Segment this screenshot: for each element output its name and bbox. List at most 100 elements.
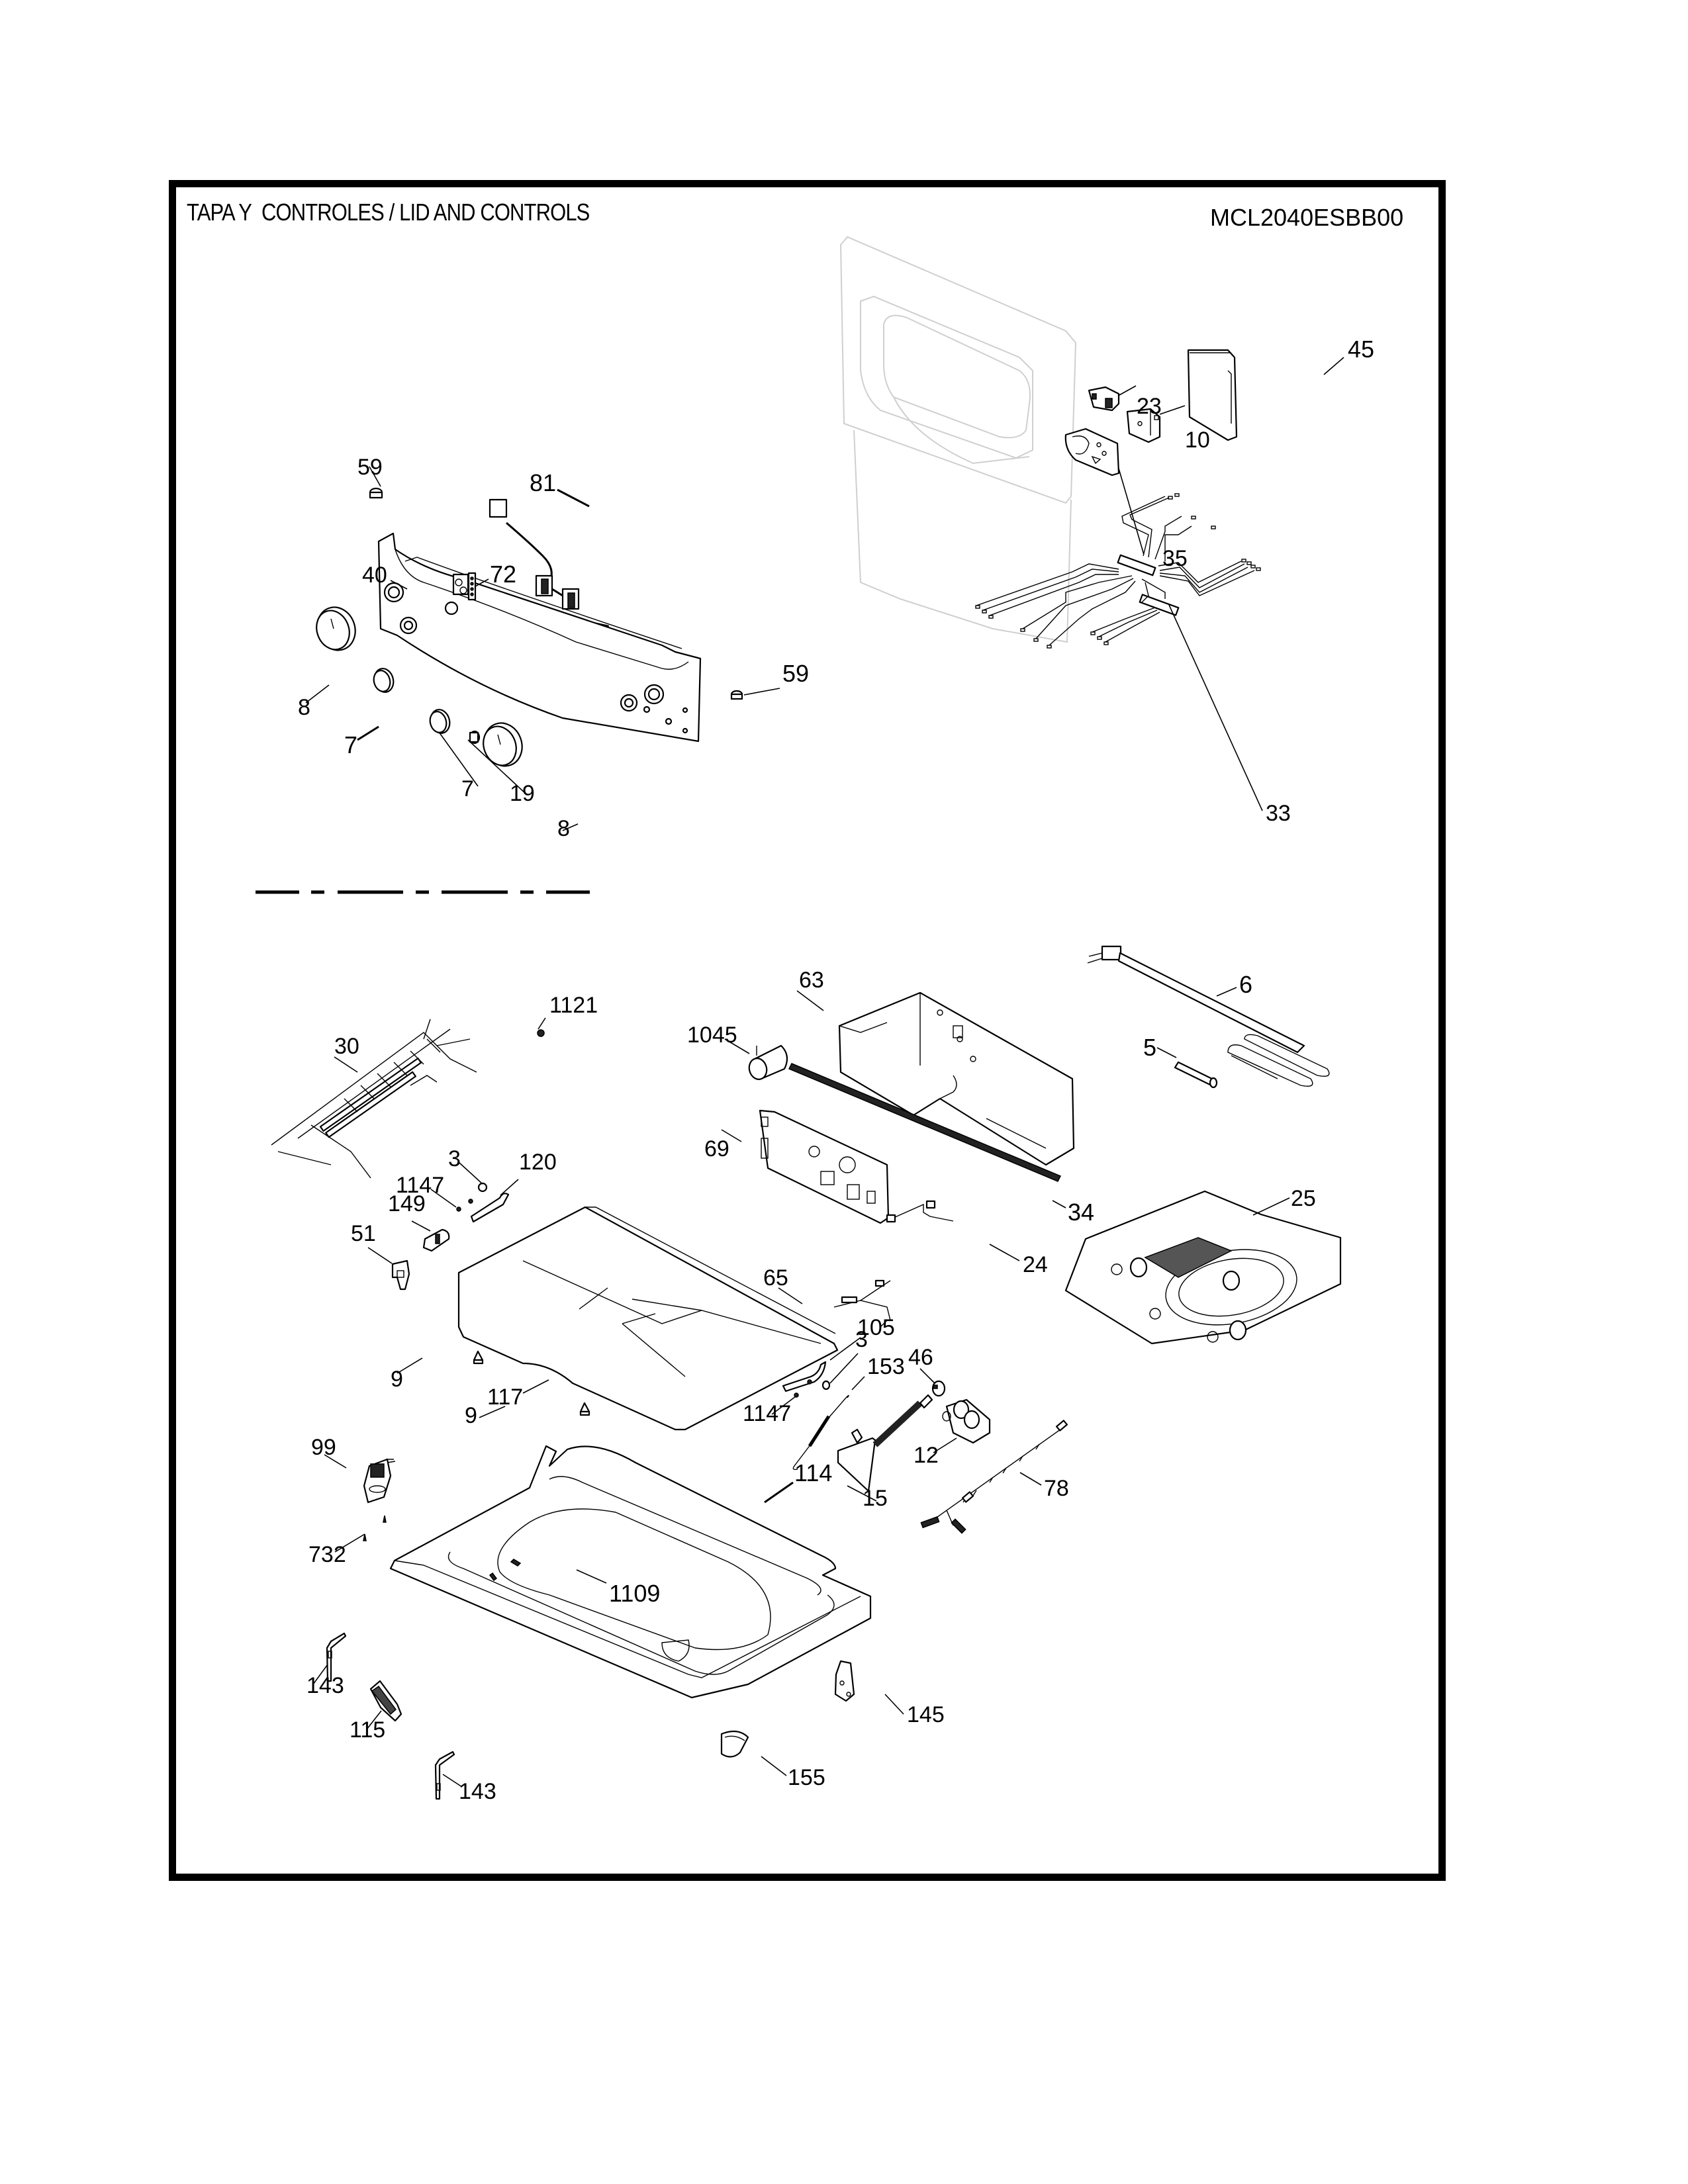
part-143-bracket-left[interactable] — [326, 1632, 347, 1682]
part-8-knob-upper[interactable] — [311, 602, 361, 655]
callout-51[interactable]: 51 — [351, 1221, 393, 1264]
callout-7a[interactable]: 7 — [344, 725, 379, 758]
part-155-cap[interactable] — [720, 1730, 749, 1758]
part-143-bracket-bottom[interactable] — [434, 1751, 455, 1800]
part-30-main-harness[interactable] — [271, 1019, 477, 1179]
part-3-nut-upper[interactable] — [477, 1182, 488, 1193]
callout-1109[interactable]: 1109 — [576, 1569, 660, 1607]
callout-117[interactable]: 117 — [487, 1379, 549, 1410]
part-46-hose-clamp[interactable] — [931, 1380, 946, 1397]
callout-1147b[interactable]: 1147 — [743, 1396, 796, 1426]
part-63-control-box[interactable] — [838, 991, 1075, 1166]
callout-12[interactable]: 12 — [914, 1437, 957, 1468]
part-78-wire-harness[interactable] — [920, 1420, 1068, 1534]
part-5-tube[interactable] — [1174, 1061, 1218, 1089]
part-153-spring[interactable] — [792, 1394, 849, 1471]
callout-19[interactable]: 19 — [467, 739, 535, 806]
callout-8a[interactable]: 8 — [298, 684, 330, 720]
callout-9a[interactable]: 9 — [391, 1357, 423, 1392]
callout-7b[interactable]: 7 — [438, 731, 479, 801]
callout-81[interactable]: 81 — [530, 469, 590, 508]
callout-72[interactable]: 72 — [475, 561, 516, 588]
callout-34[interactable]: 34 — [1052, 1199, 1094, 1226]
callout-1045[interactable]: 1045 — [687, 1023, 750, 1054]
callout-105[interactable]: 105 — [829, 1315, 895, 1361]
callout-45[interactable]: 45 — [1323, 336, 1374, 375]
callout-5[interactable]: 5 — [1143, 1034, 1177, 1061]
part-1121-screw[interactable] — [537, 1029, 545, 1037]
callout-1147a[interactable]: 1147 — [396, 1173, 457, 1208]
callout-153[interactable]: 153 — [851, 1354, 905, 1390]
part-9-bumper-lower[interactable] — [579, 1402, 590, 1416]
part-65-lid-switch-harness[interactable] — [833, 1279, 891, 1328]
part-732-screws[interactable] — [363, 1515, 387, 1541]
callout-9b[interactable]: 9 — [465, 1403, 506, 1428]
callout-149[interactable]: 149 — [388, 1191, 431, 1232]
callout-46[interactable]: 46 — [908, 1345, 935, 1384]
part-1045-capacitor[interactable] — [747, 1044, 788, 1081]
callout-24[interactable]: 24 — [989, 1244, 1048, 1277]
part-40-control-panel[interactable] — [377, 532, 702, 743]
callout-3b[interactable]: 3 — [829, 1327, 868, 1384]
part-33-wire-harness[interactable] — [975, 493, 1261, 649]
part-25-inlet-hose-kit[interactable] — [1064, 1190, 1342, 1345]
part-34-rod[interactable] — [788, 1063, 1062, 1182]
part-12-water-valve[interactable] — [942, 1398, 991, 1444]
callout-63[interactable]: 63 — [796, 968, 824, 1011]
part-99-lid-lock[interactable] — [363, 1458, 396, 1504]
part-120-hinge-pin[interactable] — [470, 1193, 510, 1223]
part-7-knob-lower[interactable] — [428, 707, 452, 735]
callout-25[interactable]: 25 — [1252, 1186, 1316, 1216]
callout-78[interactable]: 78 — [1019, 1472, 1069, 1501]
callout-40[interactable]: 40 — [362, 563, 408, 590]
callout-15[interactable]: 15 — [847, 1485, 888, 1511]
part-1147-screw-lower[interactable] — [794, 1379, 812, 1398]
part-145-bracket[interactable] — [834, 1660, 855, 1702]
callout-155[interactable]: 155 — [761, 1756, 825, 1790]
part-6-heater-element[interactable] — [1087, 945, 1330, 1087]
callout-114[interactable]: 114 — [764, 1459, 832, 1504]
part-59-plug-top[interactable] — [369, 487, 383, 499]
callout-143b[interactable]: 143 — [442, 1774, 496, 1804]
part-105-hinge-rod[interactable] — [782, 1361, 827, 1392]
callout-732[interactable]: 732 — [308, 1533, 365, 1567]
part-10-timer[interactable] — [1126, 408, 1161, 443]
part-59-plug-right[interactable] — [730, 690, 743, 700]
callout-65[interactable]: 65 — [763, 1265, 803, 1304]
callout-33[interactable]: 33 — [1168, 604, 1291, 826]
part-15-dispenser-hose[interactable] — [837, 1394, 933, 1492]
callout-10[interactable]: 10 — [1159, 405, 1210, 453]
callout-99[interactable]: 99 — [311, 1435, 347, 1469]
part-149-lid-bumper[interactable] — [422, 1228, 450, 1252]
part-23-switch[interactable] — [1088, 386, 1120, 412]
callout-35[interactable]: 35 — [1118, 468, 1188, 571]
part-35-bracket-plate[interactable] — [1064, 428, 1120, 477]
callout-23[interactable]: 23 — [1117, 385, 1162, 419]
part-24-sensor-harness[interactable] — [886, 1200, 954, 1223]
part-69-control-board[interactable] — [759, 1109, 890, 1224]
part-3-nut-lower[interactable] — [821, 1380, 831, 1390]
callout-69[interactable]: 69 — [704, 1129, 742, 1161]
callout-6[interactable]: 6 — [1216, 971, 1252, 998]
part-114-top-cover[interactable] — [389, 1445, 872, 1699]
callout-1121[interactable]: 1121 — [538, 993, 598, 1030]
callout-143a[interactable]: 143 — [306, 1664, 344, 1698]
callout-3a[interactable]: 3 — [448, 1146, 483, 1185]
callout-120[interactable]: 120 — [500, 1150, 557, 1196]
part-117-lid[interactable] — [457, 1206, 839, 1431]
callout-59a[interactable]: 59 — [357, 455, 383, 487]
callout-115[interactable]: 115 — [350, 1710, 385, 1743]
part-1109-screws[interactable] — [489, 1559, 522, 1582]
part-115-hinge[interactable] — [369, 1680, 402, 1722]
callout-8b[interactable]: 8 — [557, 816, 579, 841]
part-9-bumper-upper[interactable] — [473, 1350, 484, 1365]
callout-59b[interactable]: 59 — [743, 660, 809, 696]
callout-30[interactable]: 30 — [334, 1034, 359, 1073]
part-8-knob-lower[interactable] — [478, 717, 528, 771]
part-1147-screw-upper[interactable] — [456, 1199, 473, 1212]
part-51-lid-stop[interactable] — [391, 1259, 410, 1291]
part-45-cover-plate[interactable] — [1187, 349, 1238, 441]
part-7-knob-upper[interactable] — [371, 666, 396, 694]
part-19-push-button[interactable] — [469, 730, 481, 745]
callout-145[interactable]: 145 — [884, 1694, 945, 1727]
